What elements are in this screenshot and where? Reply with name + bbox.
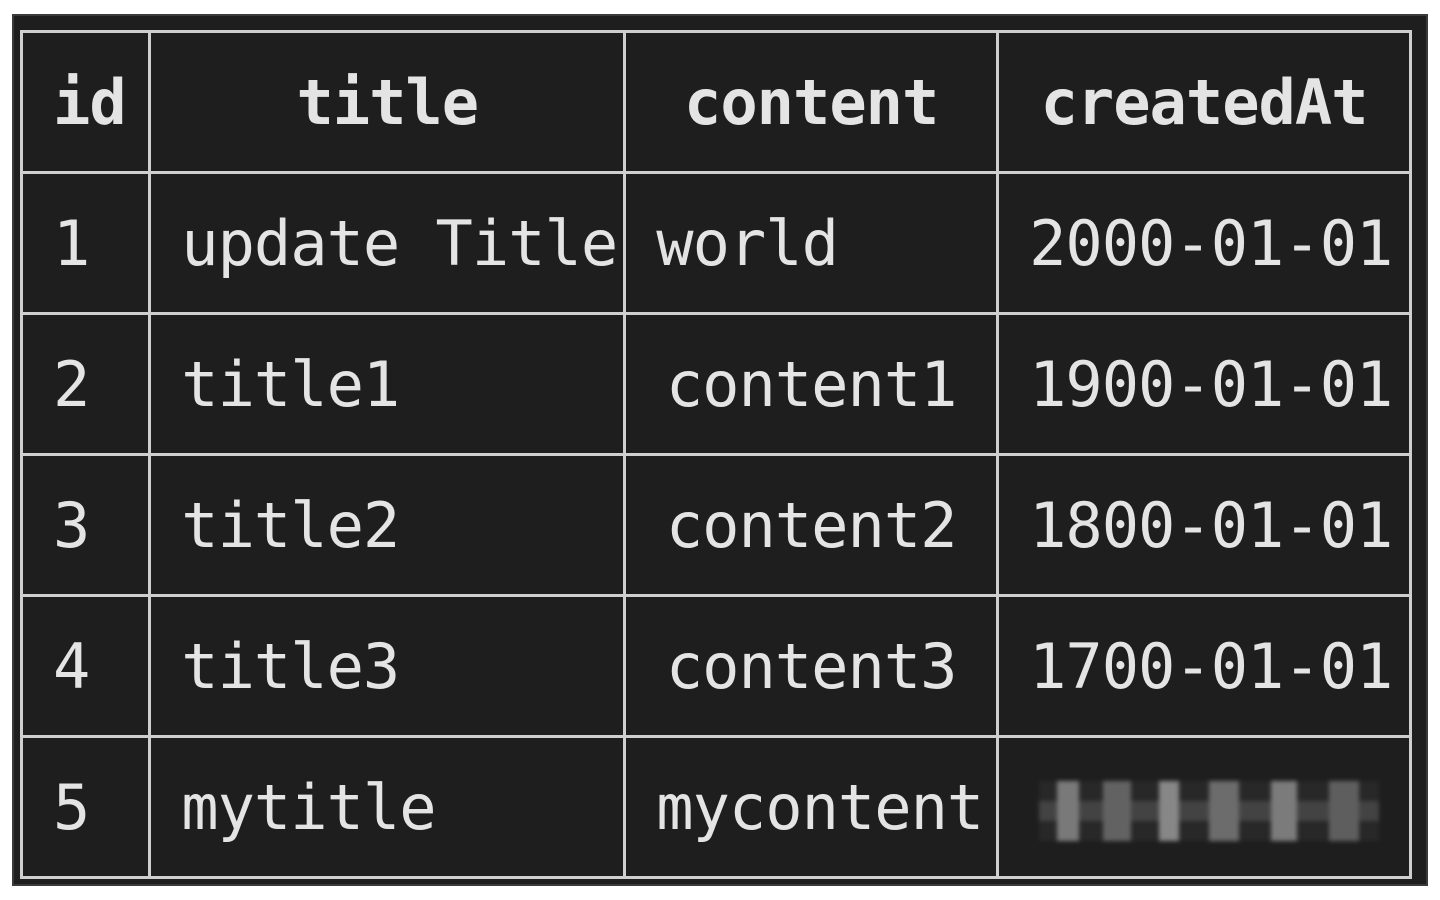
table-row: 2 title1 content1 1900-01-01 <box>19 312 1412 456</box>
cell-id: 4 <box>19 594 152 738</box>
table-row: 1 update Title world 2000-01-01 <box>19 171 1412 315</box>
cell-content: world <box>623 171 1000 315</box>
cell-createdat-redacted <box>996 735 1412 879</box>
column-header-id: id <box>19 30 152 174</box>
cell-id: 5 <box>19 735 152 879</box>
table-row: 5 mytitle mycontent <box>19 735 1412 879</box>
cell-createdat: 1800-01-01 <box>996 453 1412 597</box>
query-result-panel: id title content createdAt 1 update Titl… <box>12 14 1428 886</box>
cell-id: 2 <box>19 312 152 456</box>
cell-createdat: 2000-01-01 <box>996 171 1412 315</box>
cell-id: 1 <box>19 171 152 315</box>
cell-title: update Title <box>148 171 627 315</box>
cell-title: mytitle <box>148 735 627 879</box>
cell-createdat: 1900-01-01 <box>996 312 1412 456</box>
result-table: id title content createdAt 1 update Titl… <box>19 30 1412 879</box>
column-header-title: title <box>148 30 627 174</box>
cell-content: content3 <box>623 594 1000 738</box>
cell-content: content2 <box>623 453 1000 597</box>
table-row: 3 title2 content2 1800-01-01 <box>19 453 1412 597</box>
cell-createdat: 1700-01-01 <box>996 594 1412 738</box>
header-row: id title content createdAt <box>19 30 1412 174</box>
table-row: 4 title3 content3 1700-01-01 <box>19 594 1412 738</box>
cell-title: title2 <box>148 453 627 597</box>
cell-id: 3 <box>19 453 152 597</box>
cell-title: title1 <box>148 312 627 456</box>
cell-content: content1 <box>623 312 1000 456</box>
column-header-createdat: createdAt <box>996 30 1412 174</box>
column-header-content: content <box>623 30 1000 174</box>
cell-content: mycontent <box>623 735 1000 879</box>
pixelated-redaction <box>1039 781 1379 842</box>
cell-title: title3 <box>148 594 627 738</box>
